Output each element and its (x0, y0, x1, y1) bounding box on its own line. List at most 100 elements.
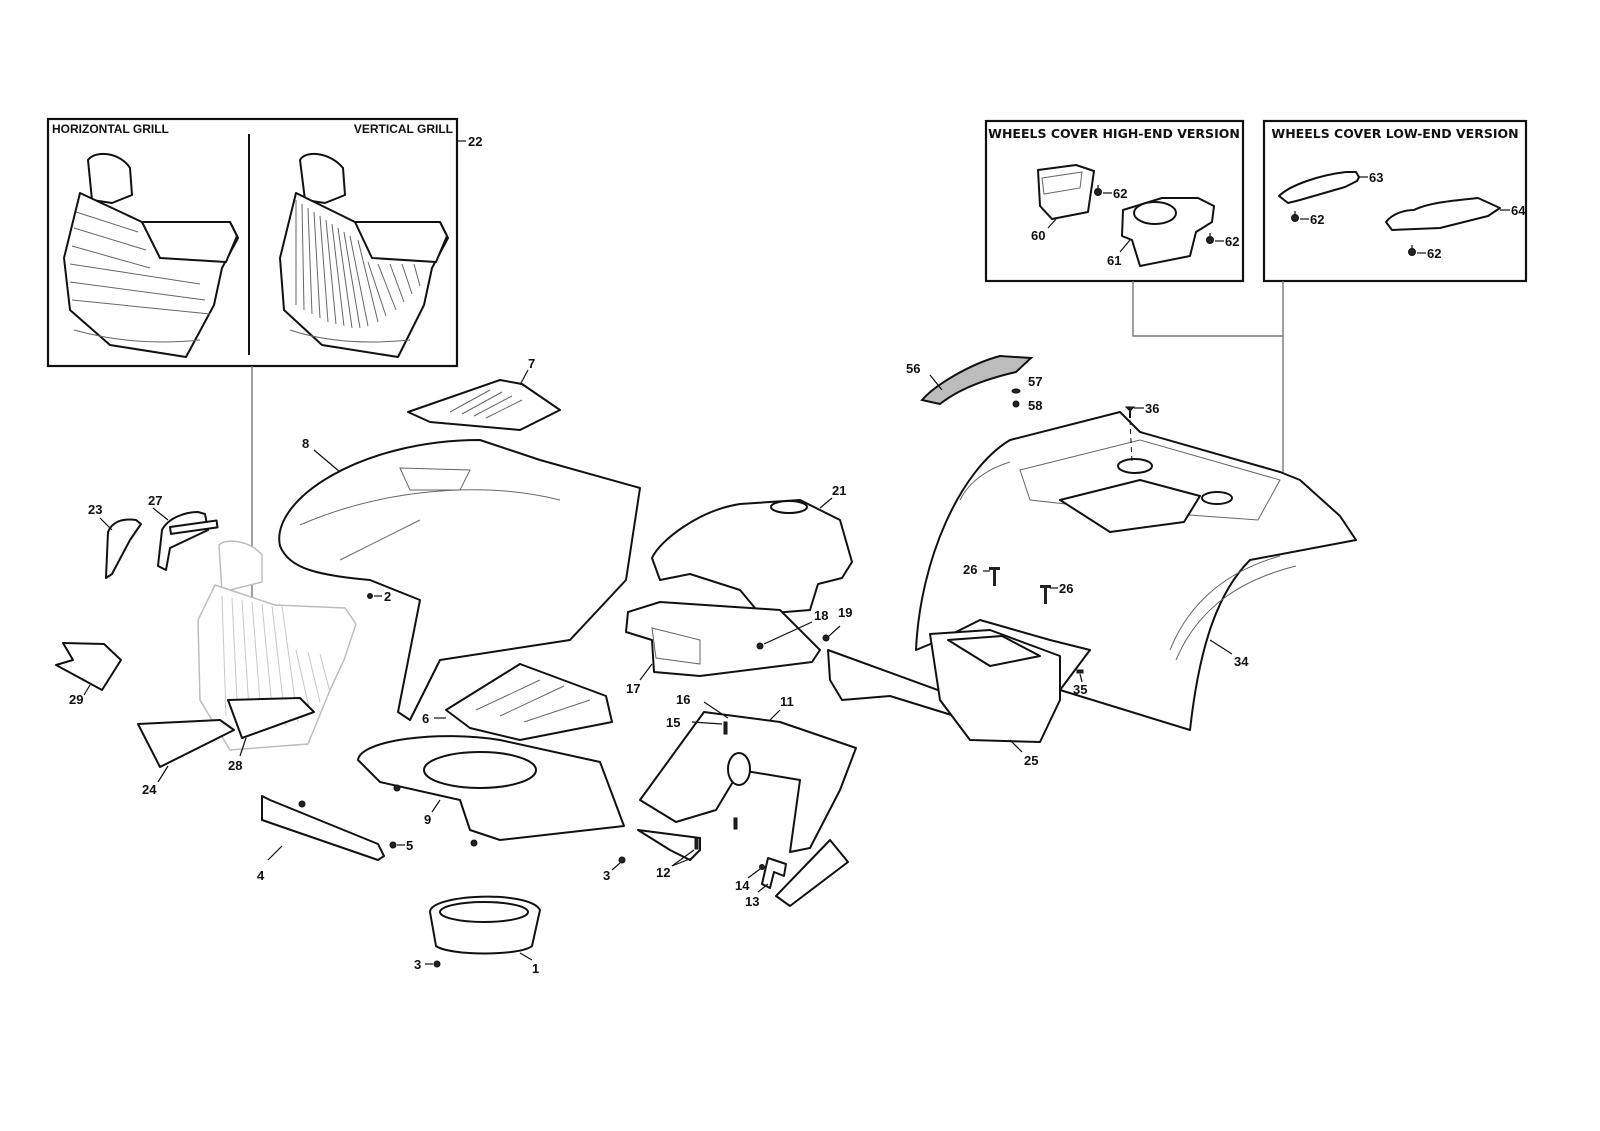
horizontal-grill-title: HORIZONTAL GRILL (52, 122, 169, 136)
callout-14: 14 (735, 878, 750, 893)
dash-36 (1129, 419, 1133, 463)
part-23 (105, 518, 142, 579)
fastener-4 (298, 800, 306, 808)
leader-29 (83, 684, 91, 696)
vertical-grill-part (279, 152, 449, 358)
callout-23: 23 (88, 502, 102, 517)
callout-62-d: 62 (1427, 246, 1441, 261)
leader-18 (763, 621, 813, 645)
leader-23 (99, 517, 113, 531)
callout-11: 11 (780, 694, 794, 709)
callout-5: 5 (406, 838, 413, 853)
part-64 (1385, 197, 1501, 231)
fastener-12-a (694, 837, 699, 850)
leader-61 (1119, 239, 1131, 253)
part-7 (407, 379, 561, 431)
leader-56 (929, 374, 943, 391)
bolt-26-b (1040, 585, 1051, 604)
part-34 (915, 411, 1357, 731)
callout-35: 35 (1073, 682, 1087, 697)
fastener-62-b (1206, 233, 1214, 244)
callout-34: 34 (1234, 654, 1249, 669)
callout-17: 17 (626, 681, 640, 696)
leader-12-b (671, 857, 693, 867)
high-end-title: WHEELS COVER HIGH-END VERSION (988, 126, 1240, 141)
callout-8: 8 (302, 436, 309, 451)
fastener-62-d (1408, 245, 1416, 256)
leader-27 (152, 507, 169, 521)
nut-58 (1012, 400, 1020, 408)
part-29 (55, 642, 122, 691)
low-end-title: WHEELS COVER LOW-END VERSION (1271, 126, 1518, 141)
leader-4 (267, 845, 283, 861)
part-4 (261, 795, 385, 861)
leader-19 (828, 625, 841, 637)
callout-62-b: 62 (1225, 234, 1239, 249)
callout-18: 18 (814, 608, 828, 623)
clip-35 (1076, 669, 1084, 674)
callout-16: 16 (676, 692, 690, 707)
fastener-3-a (618, 856, 626, 864)
callout-26-b: 26 (1059, 581, 1073, 596)
leader-14 (747, 868, 761, 879)
part-27 (157, 511, 209, 571)
part-21 (651, 499, 853, 615)
callout-62-a: 62 (1113, 186, 1127, 201)
horizontal-grill-part (63, 152, 239, 358)
leader-21 (819, 497, 833, 509)
low-end-panel-frame (1262, 119, 1528, 283)
callout-25: 25 (1024, 753, 1038, 768)
callout-26-a: 26 (963, 562, 977, 577)
callout-2: 2 (384, 589, 391, 604)
part-11-side (775, 839, 849, 907)
leader-9 (431, 799, 441, 813)
fastener-19 (822, 634, 830, 642)
callout-4: 4 (257, 868, 265, 883)
leader-34 (1209, 639, 1233, 655)
part-17 (625, 601, 821, 677)
callout-58: 58 (1028, 398, 1042, 413)
callout-61: 61 (1107, 253, 1121, 268)
high-end-panel-frame (984, 119, 1245, 283)
callout-62-c: 62 (1310, 212, 1324, 227)
callout-21: 21 (832, 483, 846, 498)
connector-high-end (1132, 281, 1283, 337)
callout-9: 9 (424, 812, 431, 827)
callout-7: 7 (528, 356, 535, 371)
callout-28: 28 (228, 758, 242, 773)
part-24 (137, 719, 235, 768)
callout-56: 56 (906, 361, 920, 376)
part-8 (278, 439, 641, 721)
callout-60: 60 (1031, 228, 1045, 243)
leader-8 (313, 449, 341, 473)
bolt-26-a (989, 567, 1000, 586)
leader-1 (519, 952, 533, 961)
washer-57 (1011, 388, 1021, 394)
fastener-9-a (393, 784, 401, 792)
callout-3-a: 3 (603, 868, 610, 883)
leader-28 (239, 737, 247, 757)
leader-13 (757, 883, 769, 893)
fastener-62-a (1094, 185, 1102, 196)
fastener-18 (756, 642, 764, 650)
leader-3-a (611, 862, 621, 871)
leader-35 (1079, 673, 1083, 683)
low-end-panel: WHEELS COVER LOW-END VERSION 63 62 64 62 (1262, 119, 1528, 283)
callout-3-b: 3 (414, 957, 421, 972)
callout-12: 12 (656, 865, 670, 880)
fastener-12-b (733, 817, 738, 830)
fastener-3-b (433, 960, 441, 968)
vertical-grill-title: VERTICAL GRILL (354, 122, 453, 136)
callout-22: 22 (468, 134, 482, 149)
callout-19: 19 (838, 605, 852, 620)
callout-29: 29 (69, 692, 83, 707)
leader-25 (1009, 739, 1023, 753)
part-56 (920, 354, 1034, 406)
high-end-panel: WHEELS COVER HIGH-END VERSION 60 62 61 6… (984, 119, 1245, 283)
fastener-62-c (1291, 211, 1299, 222)
leader-15 (691, 721, 723, 725)
fastener-14 (759, 864, 765, 870)
callout-27: 27 (148, 493, 162, 508)
leader-17 (639, 663, 653, 681)
